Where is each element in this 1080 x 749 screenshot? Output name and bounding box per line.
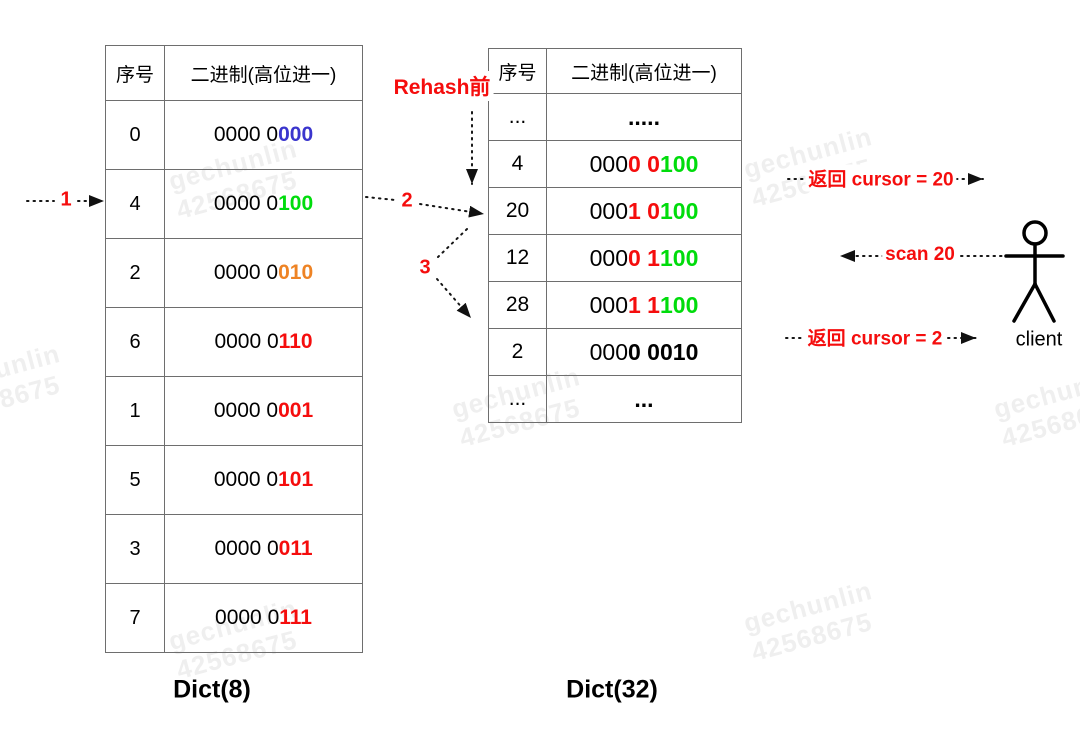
dict32-caption: Dict(32) <box>566 675 658 704</box>
binary-suffix: 000 <box>278 123 314 146</box>
table-row: ... ... <box>489 375 741 422</box>
binary-prefix: 0000 0 <box>215 606 280 629</box>
binary-prefix: 0000 0 <box>213 192 279 215</box>
binary-suffix: 101 <box>278 468 314 491</box>
binary-suffix: 110 <box>278 330 313 353</box>
binary-prefix: 0000 0 <box>213 261 279 284</box>
dict8-caption: Dict(8) <box>173 675 251 704</box>
step2-arrow-line <box>365 196 396 201</box>
binary-prefix: 0000 0 <box>213 123 279 146</box>
step3-arrow-line <box>437 228 468 258</box>
row-index: 0 <box>106 101 165 169</box>
step3-label: 3 <box>416 256 434 280</box>
binary-prefix: 0000 0 <box>213 399 279 422</box>
row-index: 28 <box>489 282 547 328</box>
dict32-header-binary: 二进制(高位进一) <box>571 62 717 84</box>
row-index: 6 <box>106 308 165 376</box>
dict32-header-row: 序号 二进制(高位进一) <box>489 49 741 93</box>
binary-suffix: 001 <box>278 399 314 422</box>
row-index: 3 <box>106 515 165 583</box>
rehash-label: Rehash前 <box>390 71 494 101</box>
dict8-header-row: 序号 二进制(高位进一) <box>106 46 362 100</box>
binary-prefix: 0000 0 <box>214 537 279 560</box>
step1-label: 1 <box>57 188 75 212</box>
return-cursor-2-label: 返回 cursor = 2 <box>804 323 946 351</box>
step2-arrow <box>419 203 485 218</box>
row-index: ... <box>489 376 547 422</box>
row-index: 2 <box>106 239 165 307</box>
scan-20-label: scan 20 <box>882 244 958 266</box>
row-index: 12 <box>489 235 547 281</box>
binary-suffix: 100 <box>278 192 314 215</box>
client-label: client <box>1015 328 1063 351</box>
binary-suffix: 011 <box>278 537 313 560</box>
binary-prefix: 0000 0 <box>214 330 279 353</box>
table-row: ... ..... <box>489 93 741 140</box>
binary-prefix: 0000 0 <box>213 468 279 491</box>
return-cursor-20-label: 返回 cursor = 20 <box>805 164 957 192</box>
client-stick-figure <box>1004 220 1065 323</box>
dict8-header-index: 序号 <box>106 46 165 100</box>
row-index: ... <box>489 94 547 140</box>
row-index: 20 <box>489 188 547 234</box>
row-binary: ..... <box>628 103 660 130</box>
row-index: 2 <box>489 329 547 375</box>
binary-suffix: 010 <box>278 261 314 284</box>
row-index: 7 <box>106 584 165 652</box>
step2-label: 2 <box>398 189 416 213</box>
binary-suffix: 111 <box>279 606 312 629</box>
step3-arrow <box>436 278 472 319</box>
dict32-header-index: 序号 <box>489 49 547 93</box>
row-index: 4 <box>489 141 547 187</box>
row-binary: ... <box>634 385 654 412</box>
row-index: 4 <box>106 170 165 238</box>
row-index: 1 <box>106 377 165 445</box>
dict8-header-binary: 二进制(高位进一) <box>190 64 337 86</box>
row-index: 5 <box>106 446 165 514</box>
